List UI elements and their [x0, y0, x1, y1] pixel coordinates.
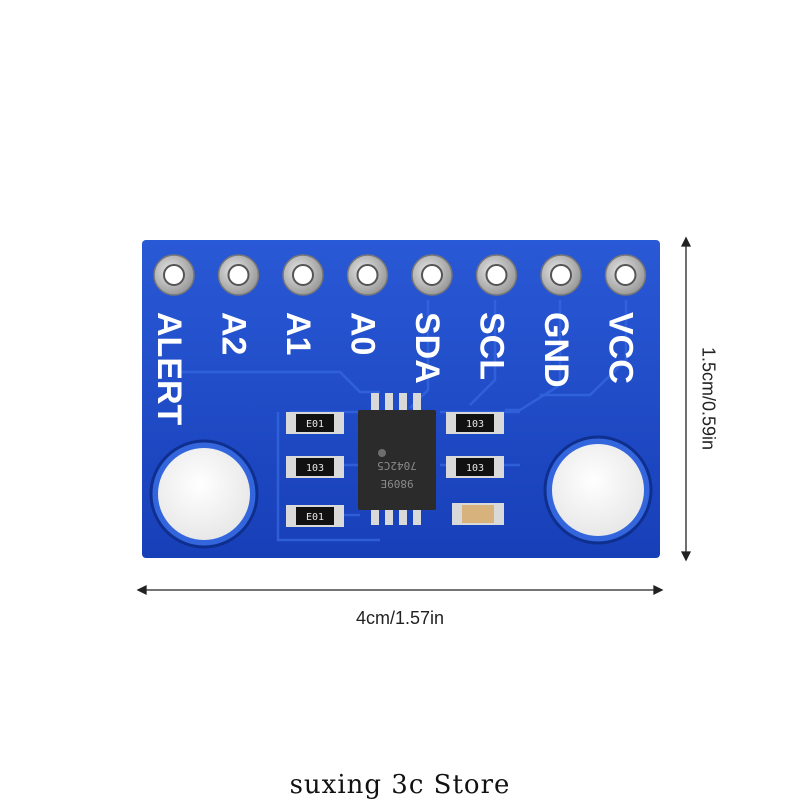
width-dimension-label: 4cm/1.57in	[355, 608, 445, 628]
resistor: 103	[286, 456, 344, 478]
resistor-code: 103	[306, 463, 324, 474]
pin-alert: ALERT	[150, 254, 195, 426]
pin-a2: A2	[215, 254, 260, 355]
pin-label-a0: A0	[344, 312, 382, 355]
resistor-code: E01	[306, 419, 324, 430]
pin-label-gnd: GND	[537, 312, 575, 388]
chip-marking-line-1: 7042C5	[377, 459, 417, 472]
pin-label-alert: ALERT	[150, 312, 188, 426]
resistor: 103	[446, 412, 504, 434]
resistor-code: 103	[466, 419, 484, 430]
pin-label-a2: A2	[215, 312, 253, 355]
resistor-code: E01	[306, 512, 324, 523]
pin-gnd: GND	[537, 254, 582, 388]
capacitor	[452, 503, 504, 525]
resistor: E01	[286, 412, 344, 434]
width-dimension-line	[136, 584, 664, 596]
pin-vcc: VCC	[602, 254, 647, 384]
height-dimension-line	[680, 236, 692, 562]
pin-sda: SDA	[408, 254, 453, 384]
pin-label-sda: SDA	[408, 312, 446, 384]
height-dimension-label: 1.5cm/0.59in	[698, 346, 719, 451]
pin-scl: SCL	[473, 254, 518, 380]
resistor: 103	[446, 456, 504, 478]
resistor-code: 103	[466, 463, 484, 474]
chip-pads	[371, 393, 421, 525]
resistor: E01	[286, 505, 344, 527]
mounting-hole-left	[149, 439, 259, 549]
pin-label-a1: A1	[279, 312, 317, 355]
pin-a1: A1	[279, 254, 324, 355]
pin-label-vcc: VCC	[602, 312, 640, 384]
pin-a0: A0	[344, 254, 389, 355]
mounting-hole-right	[543, 435, 653, 545]
sensor-chip: 7042C5 9809E	[358, 410, 436, 510]
chip-marking-line-2: 9809E	[380, 477, 413, 490]
store-watermark: suxing 3c Store	[289, 770, 511, 800]
pin-label-scl: SCL	[473, 312, 511, 380]
